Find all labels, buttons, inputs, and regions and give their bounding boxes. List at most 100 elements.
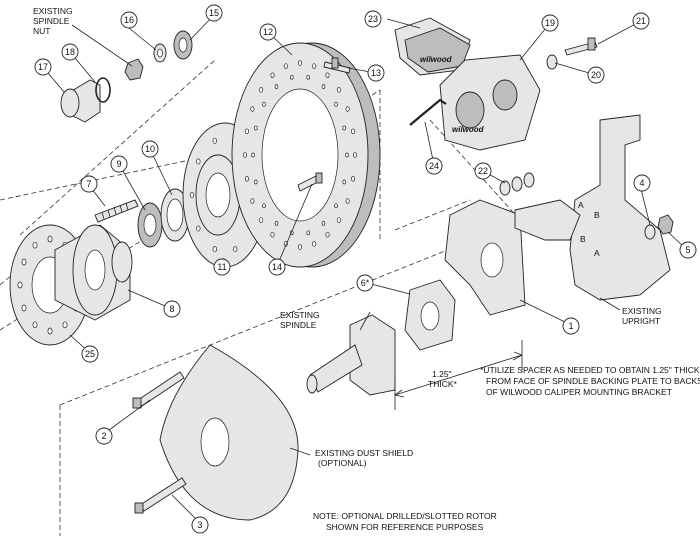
drill-hole <box>334 101 338 107</box>
drill-hole <box>21 258 27 266</box>
drill-hole <box>251 152 255 158</box>
drill-hole <box>32 241 38 249</box>
callout-15: 15 <box>205 4 223 22</box>
label-line: FROM FACE OF SPINDLE BACKING PLATE TO BA… <box>486 376 700 386</box>
drill-hole <box>345 106 350 112</box>
drill-hole <box>312 63 317 69</box>
label-existing-spindle: EXISTING SPINDLE <box>280 310 320 330</box>
callout-number: 25 <box>85 349 95 359</box>
label-line: SHOWN FOR REFERENCE PURPOSES <box>326 522 484 532</box>
drill-hole <box>259 87 264 93</box>
drill-hole <box>47 327 53 335</box>
label-line: EXISTING <box>622 306 662 316</box>
drill-hole <box>345 152 349 158</box>
spacers-22 <box>499 172 535 196</box>
callout-2: 2 <box>95 427 113 445</box>
knuckle-letter: A <box>594 248 600 258</box>
bolt-14 <box>297 172 323 192</box>
hex-key-24 <box>409 98 447 126</box>
callout-5: 5 <box>679 241 697 259</box>
drill-hole <box>212 137 217 144</box>
drill-hole <box>336 87 341 93</box>
callout-9: 9 <box>110 155 128 173</box>
part-callouts: 123456*789101112131415161718192021222324… <box>34 4 697 534</box>
drill-hole <box>270 231 275 238</box>
hub-8 <box>54 224 133 321</box>
drill-hole <box>262 203 266 209</box>
drill-hole <box>242 152 248 158</box>
callout-number: 9 <box>116 159 121 169</box>
label-line: THICK* <box>428 379 458 389</box>
label-line: EXISTING <box>280 310 320 320</box>
drill-hole <box>254 179 258 185</box>
label-spacer-note: *UTILIZE SPACER AS NEEDED TO OBTAIN 1.25… <box>480 365 700 397</box>
existing-spindle <box>306 314 396 396</box>
label-line: *UTILIZE SPACER AS NEEDED TO OBTAIN 1.25… <box>480 365 700 375</box>
label-line: SPINDLE <box>33 16 70 26</box>
callout-number: 1 <box>568 321 573 331</box>
drill-hole <box>212 246 217 253</box>
thickness-dimension <box>394 340 523 410</box>
callout-10: 10 <box>141 140 159 158</box>
drill-hole <box>297 244 303 250</box>
callout-number: 18 <box>65 47 75 57</box>
callout-13: 13 <box>367 64 385 82</box>
callout-17: 17 <box>34 58 52 76</box>
bolt-2 <box>132 371 185 409</box>
drill-hole <box>321 84 326 89</box>
callout-number: 7 <box>86 179 91 189</box>
drill-hole <box>32 321 38 329</box>
drill-hole <box>336 217 341 223</box>
label-existing-dust-shield: EXISTING DUST SHIELD (OPTIONAL) <box>315 448 413 468</box>
bolt-3 <box>134 477 187 514</box>
drill-hole <box>352 152 358 158</box>
callout-3: 3 <box>191 516 209 534</box>
callout-18: 18 <box>61 43 79 61</box>
label-line: EXISTING DUST SHIELD <box>315 448 413 458</box>
o-ring-18 <box>95 77 111 103</box>
stud-7 <box>94 199 139 223</box>
bearing-15 <box>173 30 193 60</box>
label-thickness: 1.25" THICK* <box>428 369 458 389</box>
label-line: EXISTING <box>33 6 73 16</box>
rotor-12 <box>231 42 381 268</box>
knuckle-letter: A <box>578 200 584 210</box>
bearing-9 <box>137 202 163 248</box>
drill-hole <box>47 235 53 243</box>
brake-pads-23: wilwood <box>394 17 471 76</box>
label-line: OF WILWOOD CALIPER MOUNTING BRACKET <box>486 387 672 397</box>
drill-hole <box>262 101 266 107</box>
callout-number: 2 <box>101 431 106 441</box>
drill-hole <box>244 176 249 182</box>
label-line: SPINDLE <box>280 320 317 330</box>
washer-4 <box>644 224 656 240</box>
dust-cap-17 <box>60 79 101 123</box>
callout-number: 20 <box>591 70 601 80</box>
caliper-19: wilwood <box>439 54 541 151</box>
drill-hole <box>196 158 201 165</box>
drill-hole <box>274 84 279 89</box>
drill-hole <box>306 74 310 80</box>
callout-8: 8 <box>163 300 181 318</box>
callout-number: 11 <box>217 262 226 272</box>
drill-hole <box>306 230 310 236</box>
drill-hole <box>196 225 201 232</box>
drill-hole <box>21 304 27 312</box>
callout-25: 25 <box>81 345 99 363</box>
callout-number: 13 <box>371 68 381 78</box>
drill-hole <box>290 74 294 80</box>
drill-hole <box>189 192 195 198</box>
drill-hole <box>325 231 330 238</box>
screw-13 <box>323 57 351 74</box>
callout-number: 4 <box>639 178 644 188</box>
callout-24: 24 <box>425 157 443 175</box>
drill-hole <box>233 246 238 253</box>
callout-number: 14 <box>272 262 282 272</box>
callout-number: 16 <box>124 15 134 25</box>
pad-logo: wilwood <box>420 55 453 64</box>
existing-dust-shield <box>159 344 299 521</box>
callout-number: 24 <box>429 161 439 171</box>
label-line: (OPTIONAL) <box>318 458 367 468</box>
label-line: NOTE: OPTIONAL DRILLED/SLOTTED ROTOR <box>313 511 497 521</box>
callout-6-star: 6* <box>356 274 374 292</box>
